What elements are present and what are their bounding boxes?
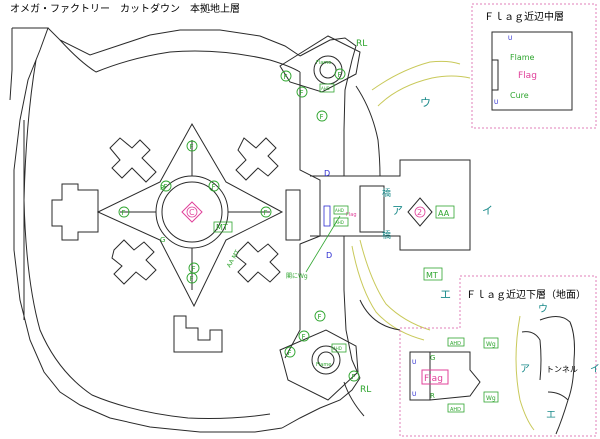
i-kana-label: イ bbox=[482, 204, 493, 217]
c-marker: C bbox=[181, 201, 203, 223]
inset-middle: Ｆｌａｇ近辺中層 Flame Flag Cure U U bbox=[471, 3, 597, 129]
inset-lower-ahd-top: AHD bbox=[450, 341, 461, 347]
f-marker: F bbox=[260, 206, 272, 218]
svg-text:F: F bbox=[190, 275, 194, 283]
d-label-top: D bbox=[324, 169, 330, 178]
svg-text:F: F bbox=[302, 333, 306, 341]
rl-top-label: RL bbox=[356, 39, 367, 49]
u-kana-label: ウ bbox=[420, 96, 431, 109]
ahd-top-label: AHD bbox=[335, 208, 344, 213]
svg-text:F: F bbox=[190, 143, 194, 151]
aa-label: AA bbox=[438, 209, 450, 218]
f-markers: F F F F F F F F F F F F F F F bbox=[118, 68, 360, 382]
a-kana-label: ア bbox=[392, 204, 403, 217]
outer-wall bbox=[9, 27, 471, 433]
f-marker: F bbox=[296, 86, 308, 98]
kan-ni-wg-label: 閣にWg bbox=[286, 273, 308, 280]
svg-text:F: F bbox=[264, 209, 268, 217]
svg-text:F: F bbox=[212, 183, 216, 191]
f-marker: F bbox=[316, 110, 328, 122]
bridge-label-top: 橋 bbox=[382, 187, 391, 199]
svg-text:C: C bbox=[189, 208, 195, 217]
f-marker: F bbox=[208, 180, 220, 192]
f-marker: F bbox=[348, 370, 360, 382]
e-kana-label: エ bbox=[440, 288, 451, 301]
f-marker: F bbox=[186, 140, 198, 152]
inset-lower-r: R bbox=[430, 392, 435, 400]
svg-text:F: F bbox=[338, 71, 342, 79]
svg-text:F: F bbox=[192, 265, 196, 273]
svg-text:F: F bbox=[300, 89, 304, 97]
ahd-rl-top: AHD bbox=[321, 86, 330, 91]
central-star bbox=[51, 122, 301, 353]
inset-lower-i-kana: イ bbox=[590, 364, 600, 375]
inset-lower-g: G bbox=[430, 354, 435, 362]
f-marker: F bbox=[284, 346, 296, 358]
f-marker: F bbox=[298, 330, 310, 342]
f-marker: F bbox=[334, 68, 346, 80]
bridge-label-bottom: 橋 bbox=[382, 229, 391, 241]
inset-lower-u-top: U bbox=[412, 359, 416, 366]
inset-lower-u-bottom: U bbox=[412, 391, 416, 398]
contours bbox=[351, 60, 535, 431]
inset-middle-u-top: U bbox=[508, 35, 512, 42]
flame-label-bottom: Flame bbox=[316, 362, 331, 368]
inset-lower-wg-bottom: Wg bbox=[486, 395, 496, 402]
svg-text:F: F bbox=[164, 183, 168, 191]
svg-text:F: F bbox=[284, 73, 288, 81]
g-label: G bbox=[160, 236, 165, 244]
svg-text:F: F bbox=[320, 113, 324, 121]
mt-label-center: MT bbox=[216, 223, 228, 232]
f-marker: F bbox=[186, 272, 198, 284]
d-label-bottom: D bbox=[326, 251, 332, 260]
svg-text:F: F bbox=[288, 349, 292, 357]
inset-middle-u-bottom: U bbox=[494, 99, 498, 106]
rl-bottom-label: RL bbox=[360, 385, 371, 395]
svg-text:F: F bbox=[352, 373, 356, 381]
rl-tower-bottom bbox=[279, 329, 359, 401]
f-marker: F bbox=[188, 262, 200, 274]
r-label: R bbox=[160, 184, 165, 192]
two-marker: 2 bbox=[414, 206, 426, 218]
right-curves bbox=[343, 85, 575, 435]
inset-lower: Ｆｌａｇ近辺下層（地面） Flag G R AHD AHD Wg Wg U U … bbox=[399, 275, 600, 437]
inset-middle-flag: Flag bbox=[518, 71, 537, 81]
mt-label-right: MT bbox=[426, 271, 438, 280]
inset-lower-u-kana: ウ bbox=[538, 303, 548, 315]
inset-lower-flag: Flag bbox=[424, 374, 443, 384]
f-marker: F bbox=[118, 206, 130, 218]
inset-middle-title: Ｆｌａｇ近辺中層 bbox=[484, 10, 564, 23]
inset-lower-a-kana: ア bbox=[520, 364, 530, 375]
inset-lower-wg-top: Wg bbox=[486, 341, 496, 348]
inset-lower-e-kana: エ bbox=[546, 410, 556, 421]
ahd-bottom-label: AHD bbox=[335, 220, 344, 225]
inset-middle-flame: Flame bbox=[510, 53, 535, 62]
inset-lower-tunnel: トンネル bbox=[546, 365, 578, 374]
svg-text:F: F bbox=[122, 209, 126, 217]
flag-inline-label: Flag bbox=[346, 212, 357, 218]
main-labels: RL RL Flame Flame ウ イ ア エ 橋 橋 D D R G MT… bbox=[160, 39, 493, 395]
right-structures bbox=[359, 185, 433, 233]
f-marker: F bbox=[280, 70, 292, 82]
inset-lower-title: Ｆｌａｇ近辺下層（地面） bbox=[466, 288, 586, 301]
f-marker: F bbox=[314, 310, 326, 322]
map-title: オメガ・ファクトリー カットダウン 本拠地上層 bbox=[10, 2, 240, 15]
svg-text:F: F bbox=[318, 313, 322, 321]
svg-text:2: 2 bbox=[417, 208, 422, 217]
f-marker: F bbox=[160, 180, 172, 192]
ahd-rl-bottom: AHD bbox=[333, 346, 342, 351]
inset-middle-cure: Cure bbox=[510, 91, 529, 100]
inset-lower-ahd-bottom: AHD bbox=[450, 407, 461, 413]
flame-label-top: Flame bbox=[316, 60, 331, 66]
